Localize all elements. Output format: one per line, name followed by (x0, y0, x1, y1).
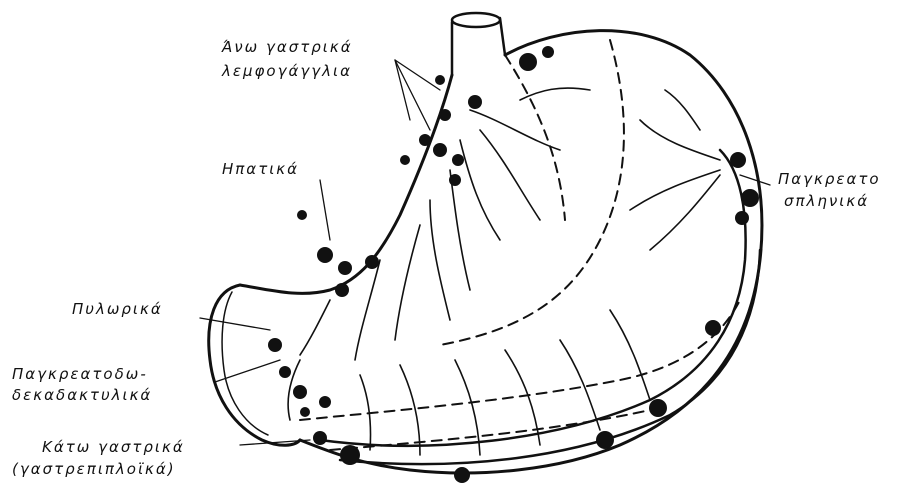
lymph-node (705, 320, 721, 336)
leader-lines (200, 60, 770, 445)
lymph-node (439, 109, 451, 121)
stomach-outline (209, 31, 762, 473)
lymph-node (317, 247, 333, 263)
lymph-node (335, 283, 349, 297)
lymph-node (449, 174, 461, 186)
lymph-node (452, 154, 464, 166)
lymph-node (741, 189, 759, 207)
lymph-node (268, 338, 282, 352)
lymph-node (735, 211, 749, 225)
label-pancreaticosplenic-1: Παγκρεατο (778, 170, 881, 188)
lymph-node (293, 385, 307, 399)
lymph-node (279, 366, 291, 378)
dashed-outlines (300, 40, 740, 450)
lymph-node (313, 431, 327, 445)
lymph-node (433, 143, 447, 157)
esophagus (452, 13, 505, 75)
label-upper-gastric-2: λεμφογάγγλια (222, 62, 352, 80)
lymph-node (468, 95, 482, 109)
lymph-node (338, 261, 352, 275)
label-upper-gastric-1: Άνω γαστρικά (222, 38, 353, 56)
lymph-node (340, 445, 360, 465)
lymph-node (435, 75, 445, 85)
lymph-node (730, 152, 746, 168)
lymph-node (519, 53, 537, 71)
lymph-node (400, 155, 410, 165)
lymph-node (319, 396, 331, 408)
lymph-nodes (268, 46, 759, 483)
label-pancreaticoduodenal-2: δεκαδακτυλικά (12, 386, 152, 404)
label-lower-gastric-1: Κάτω γαστρικά (42, 438, 185, 456)
label-pancreaticoduodenal-1: Παγκρεατοδω- (12, 365, 148, 383)
lymph-node (297, 210, 307, 220)
label-pyloric: Πυλωρικά (72, 300, 163, 318)
lymph-node (596, 431, 614, 449)
label-lower-gastric-2: (γαστρεπιπλοϊκά) (12, 460, 176, 478)
lymph-node (454, 467, 470, 483)
label-pancreaticosplenic-2: σπληνικά (784, 192, 869, 210)
lymph-node (419, 134, 431, 146)
lymph-node (365, 255, 379, 269)
lymph-node (300, 407, 310, 417)
curvature-lines (320, 150, 760, 464)
lymph-node (649, 399, 667, 417)
lymph-node (542, 46, 554, 58)
label-hepatic: Ηπατικά (222, 160, 299, 178)
